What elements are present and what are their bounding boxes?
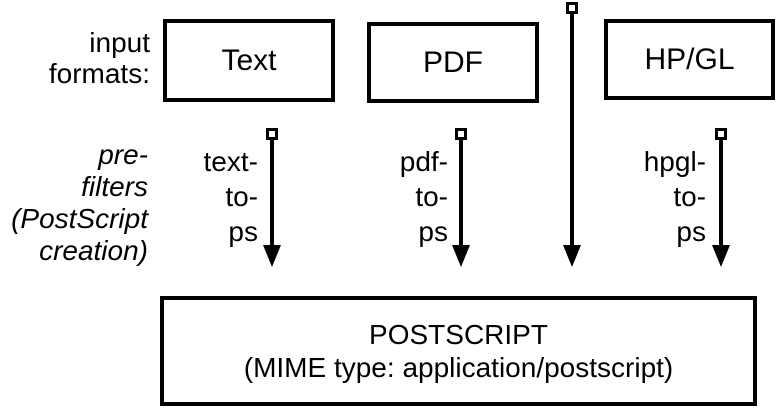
filter-label-pdf-to-ps: pdf- to- ps: [298, 144, 448, 249]
input-box-hpgl: HP/GL: [604, 19, 775, 100]
filter-label-text-to-ps-line2: to-: [225, 181, 258, 212]
input-box-text-label: Text: [221, 43, 277, 77]
filter-label-hpgl-to-ps-line2: to-: [673, 181, 706, 212]
arrow-shaft: [719, 139, 723, 247]
filter-label-text-to-ps-line3: ps: [228, 216, 258, 247]
filter-label-hpgl-to-ps-line1: hpgl-: [643, 146, 706, 177]
arrowhead-down-icon: [263, 245, 281, 267]
output-box-postscript-mime: (MIME type: application/postscript): [243, 352, 674, 383]
filter-label-pdf-to-ps-line1: pdf-: [399, 146, 448, 177]
input-box-hpgl-label: HP/GL: [644, 42, 735, 76]
filter-label-pdf-to-ps-line2: to-: [415, 181, 448, 212]
filter-label-text-to-ps: text- to- ps: [108, 144, 258, 249]
input-formats-label-line1: input: [89, 27, 150, 58]
arrow-hpgl-to-ps: [712, 128, 730, 267]
input-box-text: Text: [163, 19, 335, 102]
filter-label-hpgl-to-ps: hpgl- to- ps: [556, 144, 706, 249]
arrowhead-down-icon: [452, 245, 470, 267]
filter-label-pdf-to-ps-line3: ps: [418, 216, 448, 247]
arrow-shaft: [459, 139, 463, 247]
prefilters-label-line4: creation): [39, 235, 148, 266]
input-formats-label-line2: formats:: [48, 58, 150, 89]
arrow-text-to-ps: [263, 128, 281, 267]
prefilters-label-line3: (PostScript: [11, 203, 148, 234]
input-box-pdf: PDF: [367, 22, 539, 103]
prefilters-label-line1: pre-: [98, 139, 148, 170]
arrow-origin-square-icon: [266, 128, 278, 140]
prefilters-label: pre- filters (PostScript creation): [0, 139, 148, 267]
arrow-origin-square-icon: [455, 128, 467, 140]
arrowhead-down-icon: [563, 245, 581, 267]
output-box-postscript: POSTSCRIPT (MIME type: application/posts…: [160, 296, 757, 406]
prefilters-label-line2: filters: [81, 171, 148, 202]
arrow-shaft: [270, 139, 274, 247]
arrow-pdf-to-ps: [452, 128, 470, 267]
arrow-origin-square-icon: [715, 128, 727, 140]
arrow-from-top: [563, 2, 581, 267]
output-box-postscript-title: POSTSCRIPT: [369, 319, 548, 350]
input-formats-label: input formats:: [0, 27, 150, 89]
filter-label-hpgl-to-ps-line3: ps: [676, 216, 706, 247]
arrow-origin-square-icon: [566, 2, 578, 14]
filter-label-text-to-ps-line1: text-: [203, 146, 258, 177]
arrow-shaft: [570, 13, 574, 247]
input-box-pdf-label: PDF: [423, 45, 483, 79]
arrowhead-down-icon: [712, 245, 730, 267]
